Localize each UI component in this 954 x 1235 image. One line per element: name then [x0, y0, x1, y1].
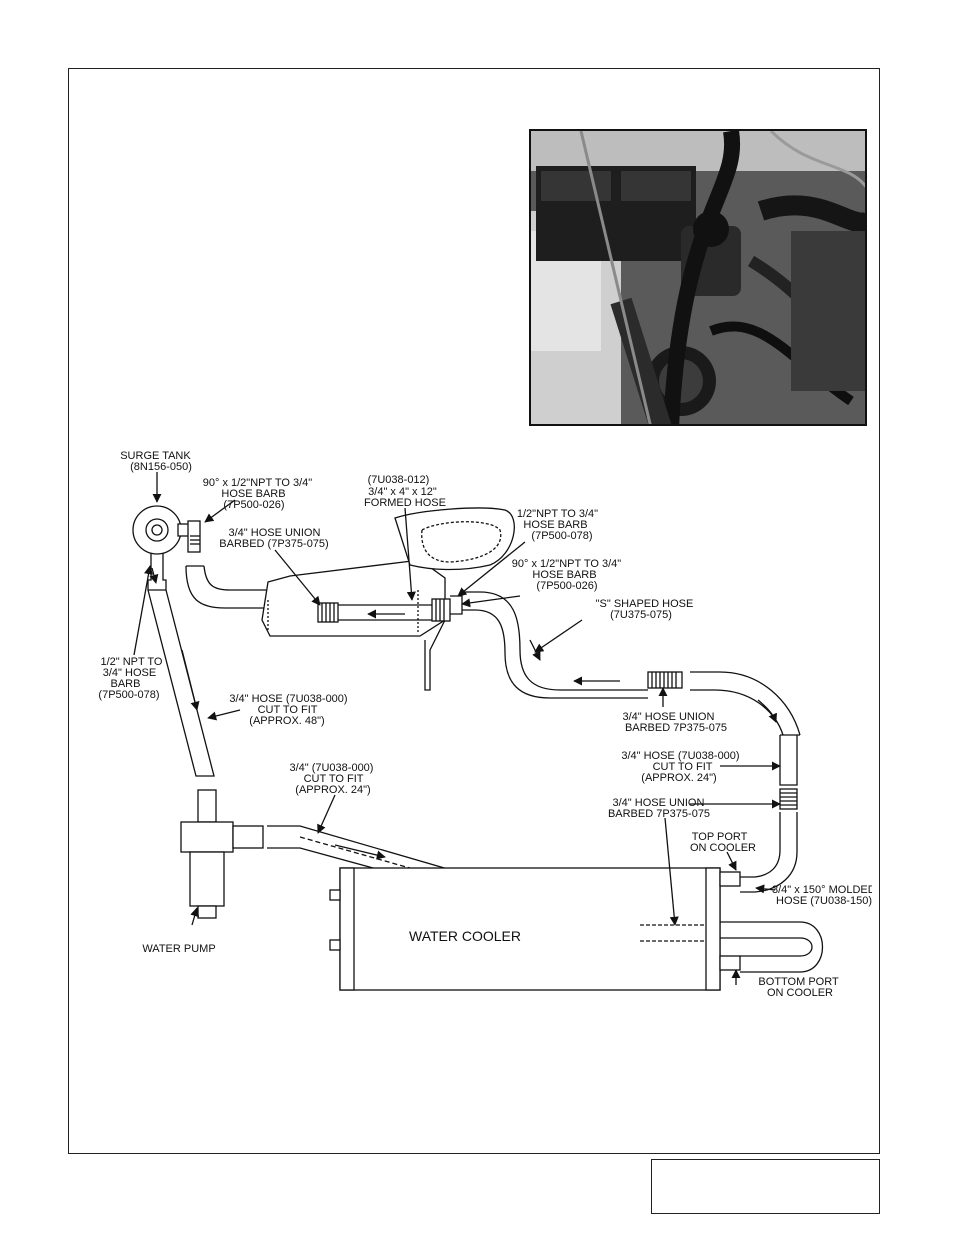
union-top-label: 3/4" HOSE UNION BARBED (7P375-075) — [219, 527, 328, 550]
water-cooler-label: WATER COOLER — [409, 928, 521, 944]
elbow-barb-top-label: 90° x 1/2"NPT TO 3/4" HOSE BARB (7P500-0… — [203, 477, 316, 511]
water-cooler — [329, 867, 741, 991]
top-port-label: TOP PORT ON COOLER — [690, 831, 756, 854]
union-mid-label: 3/4" HOSE UNION BARBED 7P375-075 — [623, 711, 728, 734]
s-hose-label: "S" SHAPED HOSE (7U375-075) — [596, 598, 697, 621]
elbow-barb-right-label: 90° x 1/2"NPT TO 3/4" HOSE BARB (7P500-0… — [512, 558, 625, 592]
engine-bay-photo-art — [531, 131, 865, 424]
hose-24-right-label: 3/4" HOSE (7U038-000) CUT TO FIT (APPROX… — [621, 750, 742, 784]
molded-hose-label: 3/4" x 150° MOLDED HOSE (7U038-150) — [772, 884, 879, 907]
page-number-box — [651, 1159, 880, 1214]
intake-box — [261, 507, 515, 691]
water-pump-label: WATER PUMP — [142, 943, 215, 955]
page-border — [68, 68, 880, 1154]
surge-tank-label: SURGE TANK (8N156-050) — [120, 450, 194, 473]
straight-barb-label: 1/2"NPT TO 3/4" HOSE BARB (7P500-078) — [517, 508, 601, 542]
water-pump — [180, 789, 264, 919]
union-low-label: 3/4" HOSE UNION BARBED 7P375-075 — [608, 797, 710, 820]
hose-24-left-label: 3/4" (7U038-000) CUT TO FIT (APPROX. 24"… — [289, 762, 376, 796]
surge-tank — [132, 505, 201, 555]
bottom-port-label: BOTTOM PORT ON COOLER — [758, 976, 841, 999]
engine-bay-photo — [529, 129, 867, 426]
npt-barb-left-label: 1/2" NPT TO 3/4" HOSE BARB (7P500-078) — [98, 656, 165, 701]
hose-48-label: 3/4" HOSE (7U038-000) CUT TO FIT (APPROX… — [229, 693, 350, 727]
formed-hose-label: (7U038-012) 3/4" x 4" x 12" FORMED HOSE — [364, 474, 446, 509]
